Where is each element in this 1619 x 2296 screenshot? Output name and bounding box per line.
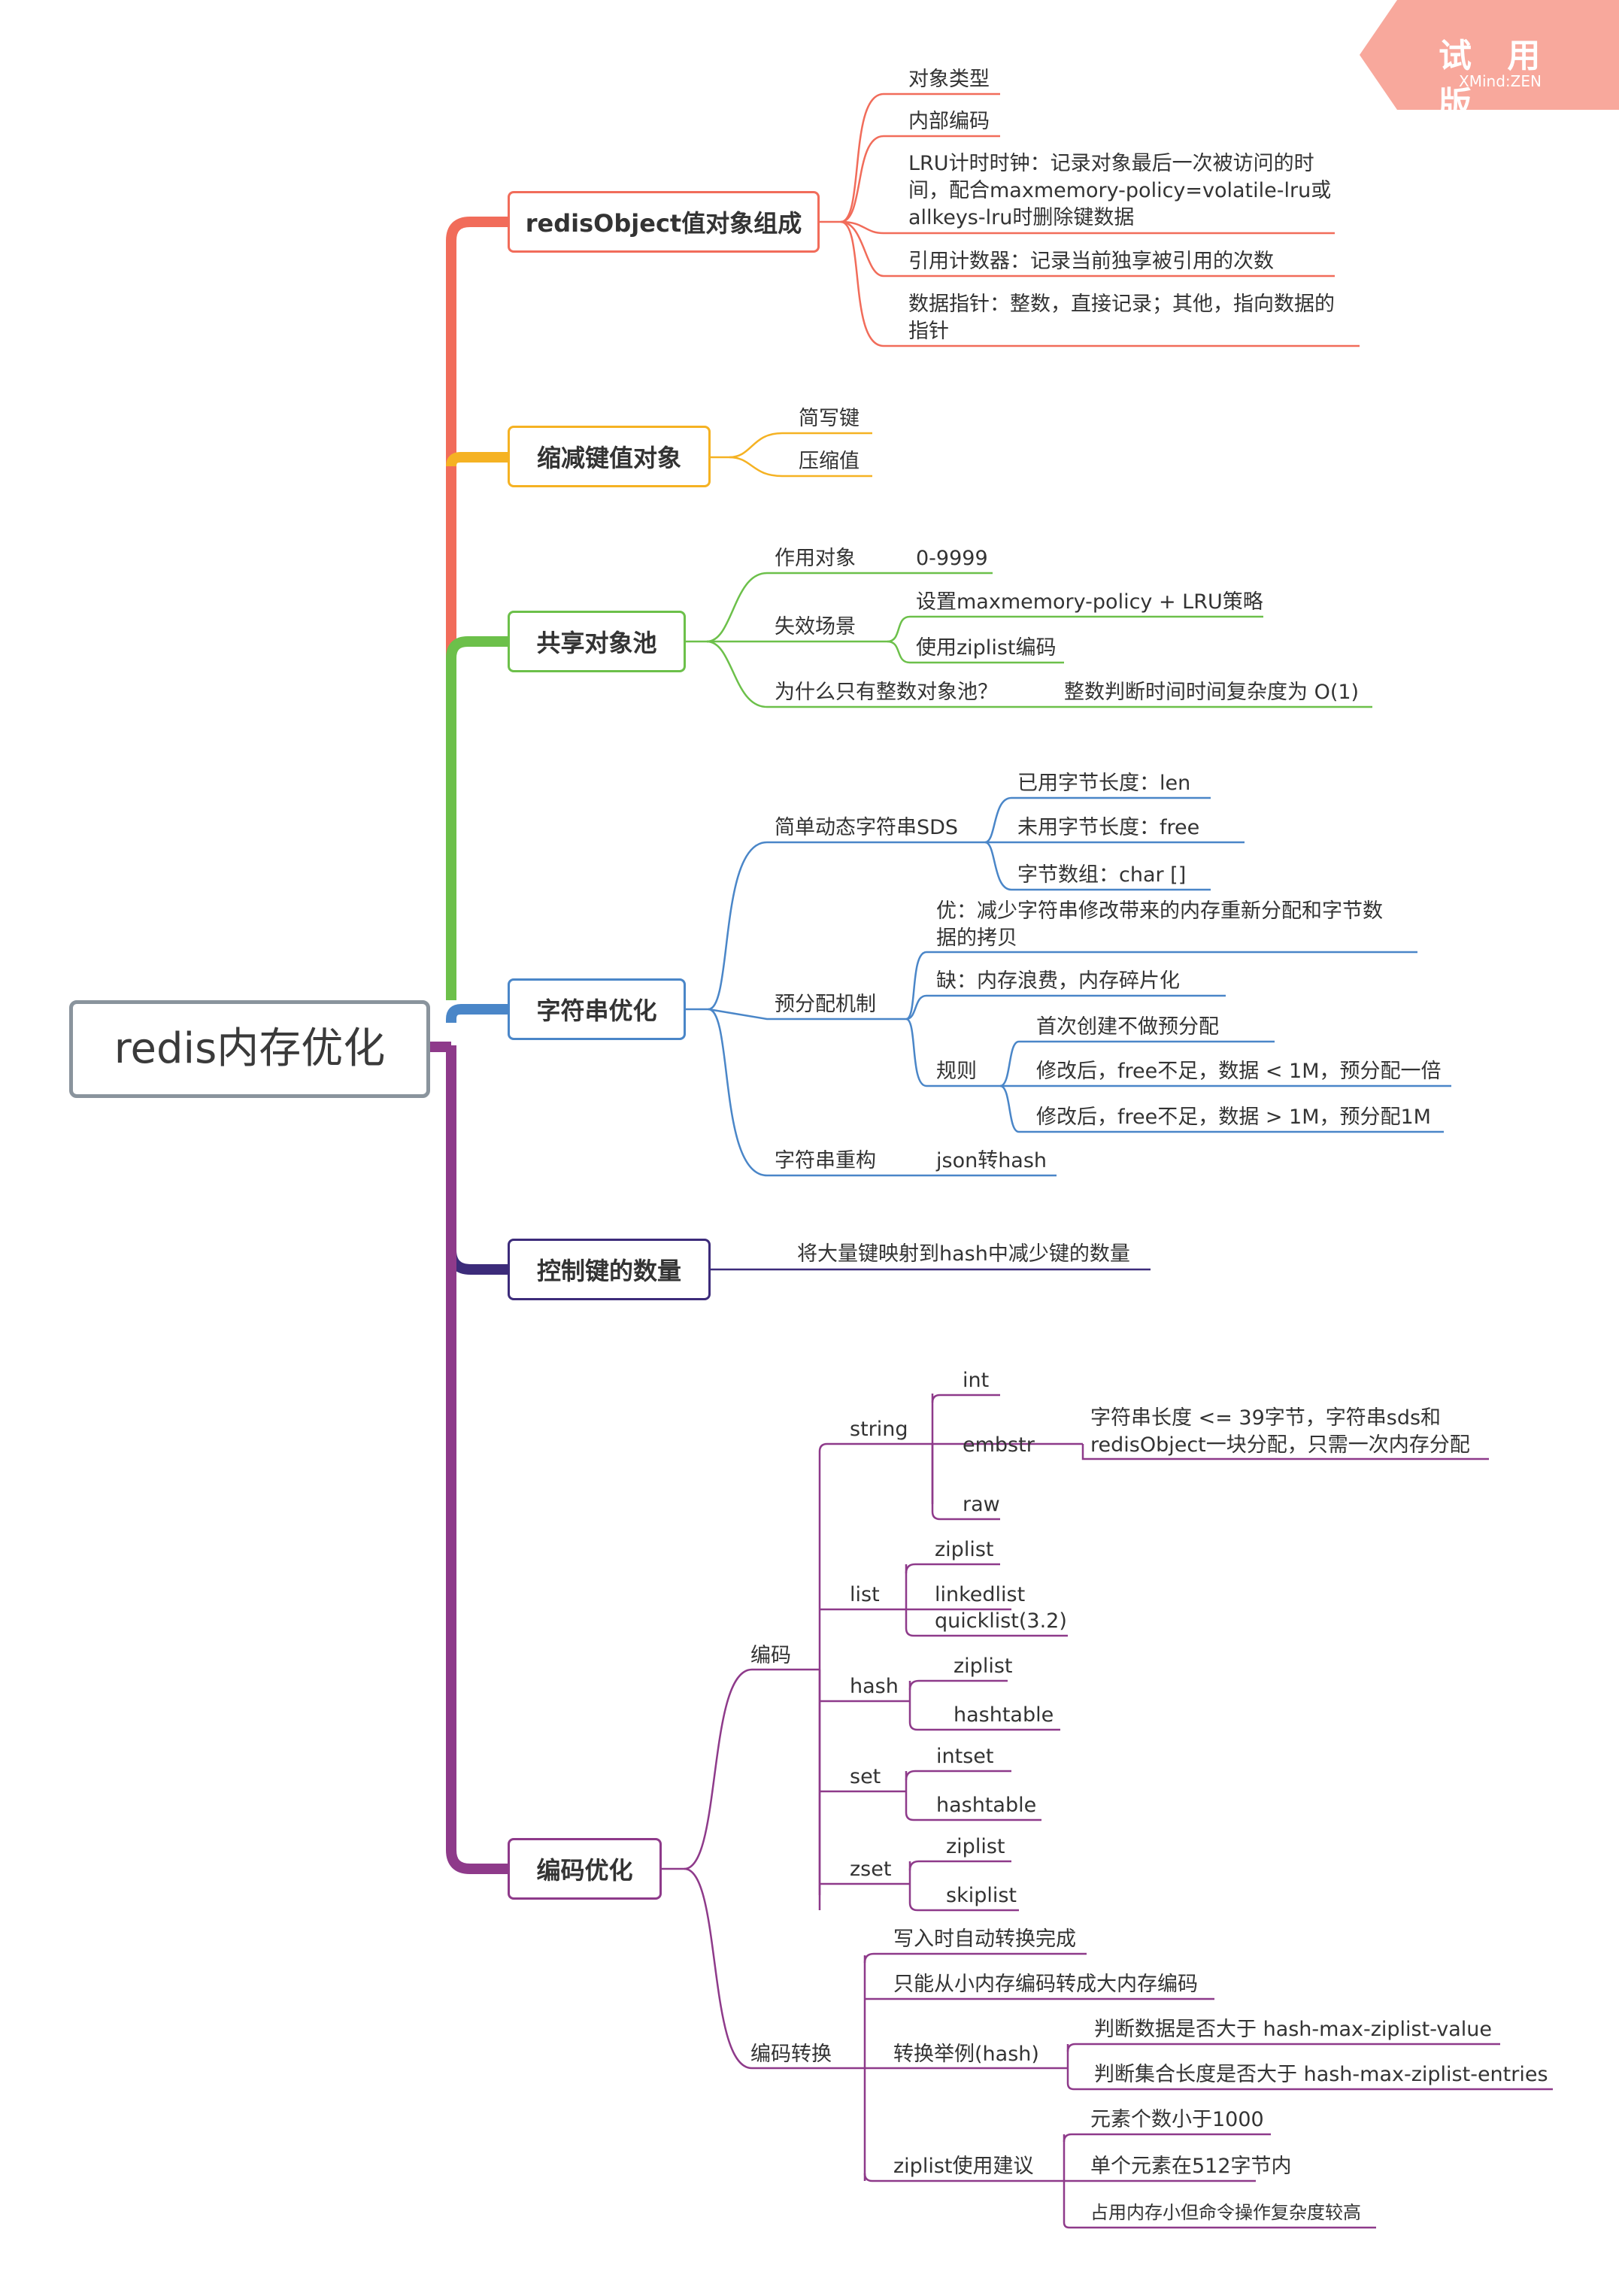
subtopic-prealloc-pro[interactable]: 优：减少字符串修改带来的内存重新分配和字节数 据的拷贝 — [936, 899, 1383, 950]
subtopic-encoding[interactable]: 编码 — [750, 1644, 791, 1667]
subtopic-rule-large[interactable]: 修改后，free不足，数据 > 1M，预分配1M — [1036, 1106, 1431, 1129]
topic-encoding-opt[interactable]: 编码优化 — [508, 1838, 662, 1900]
subtopic-hash[interactable]: hash — [850, 1675, 899, 1698]
subtopic-zset-ziplist[interactable]: ziplist — [946, 1835, 1005, 1858]
topic-shared-pool[interactable]: 共享对象池 — [508, 611, 686, 672]
subtopic-map-keys-hash[interactable]: 将大量键映射到hash中减少键的数量 — [797, 1242, 1130, 1266]
subtopic-int[interactable]: int — [963, 1369, 990, 1392]
trial-title: 试 用 版 — [1439, 37, 1553, 123]
topic-key-count[interactable]: 控制键的数量 — [508, 1239, 711, 1300]
topic-string-opt[interactable]: 字符串优化 — [508, 978, 686, 1040]
subtopic-failure-cases[interactable]: 失效场景 — [775, 615, 856, 638]
subtopic-set-intset[interactable]: intset — [936, 1745, 994, 1768]
subtopic-list-linkedlist[interactable]: linkedlist — [935, 1583, 1026, 1606]
subtopic-zset-skiplist[interactable]: skiplist — [946, 1884, 1017, 1907]
subtopic-sds-free[interactable]: 未用字节长度：free — [1017, 816, 1200, 839]
subtopic-encoding[interactable]: 内部编码 — [908, 110, 990, 133]
trial-badge: 试 用 版 XMind:ZEN — [1360, 0, 1619, 123]
subtopic-maxmemory-lru[interactable]: 设置maxmemory-policy + LRU策略 — [916, 590, 1263, 614]
subtopic-object-type[interactable]: 对象类型 — [908, 68, 990, 91]
subtopic-raw[interactable]: raw — [963, 1493, 1000, 1516]
root-topic[interactable]: redis内存优化 — [69, 1000, 430, 1098]
subtopic-rule-first[interactable]: 首次创建不做预分配 — [1036, 1015, 1219, 1039]
subtopic-convert-example[interactable]: 转换举例(hash) — [893, 2043, 1039, 2066]
subtopic-target-objects[interactable]: 作用对象 — [775, 547, 856, 570]
subtopic-rule-small[interactable]: 修改后，free不足，数据 < 1M，预分配一倍 — [1036, 1060, 1442, 1083]
trial-subtitle: XMind:ZEN — [1459, 72, 1542, 90]
trial-badge-shape — [1360, 0, 1619, 110]
subtopic-zset[interactable]: zset — [850, 1858, 892, 1881]
subtopic-short-key[interactable]: 简写键 — [799, 407, 860, 430]
subtopic-check-entries[interactable]: 判断集合长度是否大于 hash-max-ziplist-entries — [1094, 2063, 1548, 2086]
subtopic-string-refactor[interactable]: 字符串重构 — [775, 1149, 876, 1172]
subtopic-range[interactable]: 0-9999 — [916, 547, 988, 570]
subtopic-refcount[interactable]: 引用计数器：记录当前独享被引用的次数 — [908, 250, 1274, 273]
subtopic-auto-convert[interactable]: 写入时自动转换完成 — [893, 1927, 1076, 1951]
subtopic-rules[interactable]: 规则 — [936, 1060, 977, 1083]
subtopic-hash-ziplist[interactable]: ziplist — [954, 1655, 1013, 1678]
subtopic-json-to-hash[interactable]: json转hash — [936, 1149, 1047, 1172]
subtopic-encoding-convert[interactable]: 编码转换 — [750, 2043, 832, 2066]
subtopic-low-memory-high-complexity[interactable]: 占用内存小但命令操作复杂度较高 — [1090, 2202, 1361, 2223]
subtopic-int-complexity[interactable]: 整数判断时间时间复杂度为 O(1) — [1064, 681, 1360, 704]
subtopic-string[interactable]: string — [850, 1418, 908, 1441]
subtopic-prealloc[interactable]: 预分配机制 — [775, 993, 876, 1016]
subtopic-embstr-desc[interactable]: 字符串长度 <= 39字节，字符串sds和 redisObject一块分配，只需… — [1090, 1406, 1470, 1457]
subtopic-hash-hashtable[interactable]: hashtable — [954, 1703, 1054, 1727]
topic-redisobject[interactable]: redisObject值对象组成 — [508, 191, 820, 253]
subtopic-sds[interactable]: 简单动态字符串SDS — [775, 816, 959, 839]
subtopic-compress-value[interactable]: 压缩值 — [799, 450, 860, 473]
subtopic-list[interactable]: list — [850, 1583, 880, 1606]
topic-shrink-keys[interactable]: 缩减键值对象 — [508, 426, 711, 487]
subtopic-element-512-bytes[interactable]: 单个元素在512字节内 — [1090, 2155, 1292, 2178]
subtopic-list-ziplist[interactable]: ziplist — [935, 1538, 994, 1561]
subtopic-ziplist-encoding[interactable]: 使用ziplist编码 — [916, 636, 1057, 660]
subtopic-check-value[interactable]: 判断数据是否大于 hash-max-ziplist-value — [1094, 2018, 1492, 2041]
subtopic-sds-len[interactable]: 已用字节长度：len — [1017, 772, 1191, 795]
subtopic-data-pointer[interactable]: 数据指针：整数，直接记录；其他，指向数据的 指针 — [908, 293, 1335, 343]
subtopic-elements-under-1000[interactable]: 元素个数小于1000 — [1090, 2108, 1264, 2131]
subtopic-set-hashtable[interactable]: hashtable — [936, 1794, 1037, 1817]
subtopic-lru-clock[interactable]: LRU计时时钟：记录对象最后一次被访问的时 间，配合maxmemory-poli… — [908, 152, 1332, 229]
subtopic-prealloc-con[interactable]: 缺：内存浪费，内存碎片化 — [936, 969, 1180, 993]
subtopic-list-quicklist[interactable]: quicklist(3.2) — [935, 1609, 1067, 1633]
subtopic-ziplist-advice[interactable]: ziplist使用建议 — [893, 2155, 1034, 2178]
subtopic-small-to-large[interactable]: 只能从小内存编码转成大内存编码 — [893, 1973, 1198, 1996]
subtopic-why-int-pool[interactable]: 为什么只有整数对象池？ — [775, 681, 998, 704]
subtopic-set[interactable]: set — [850, 1765, 881, 1788]
subtopic-embstr[interactable]: embstr — [963, 1433, 1035, 1457]
subtopic-sds-buf[interactable]: 字节数组：char [] — [1017, 863, 1187, 887]
